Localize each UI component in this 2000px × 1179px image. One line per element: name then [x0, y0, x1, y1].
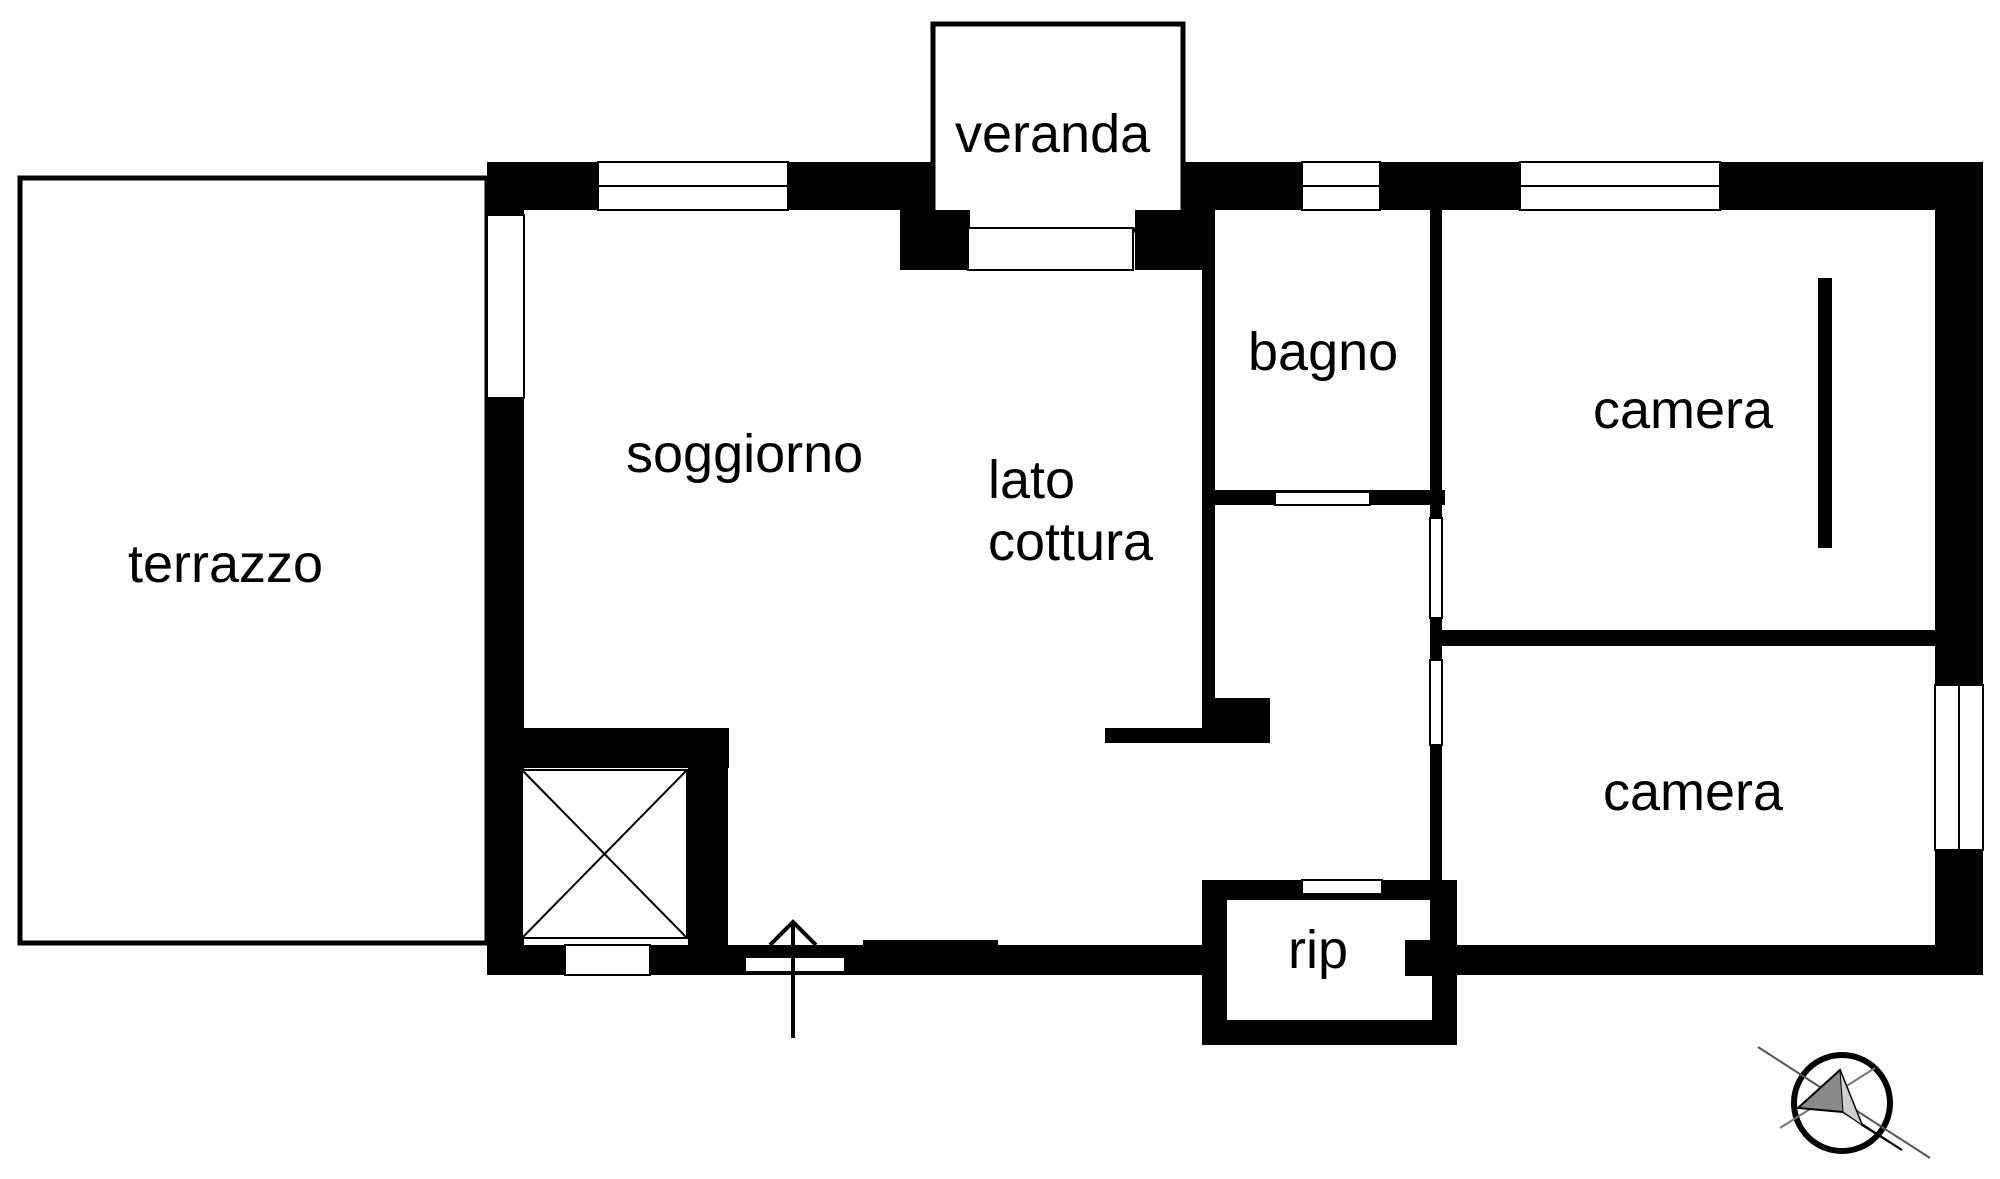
room-label-lato-cottura-2: cottura: [988, 512, 1154, 572]
walls: [487, 162, 1983, 1045]
room-label-bagno: bagno: [1248, 322, 1398, 382]
room-label-camera-lower: camera: [1603, 762, 1784, 822]
room-label-lato-cottura-1: lato: [988, 450, 1075, 510]
shaft-cross-icon: [521, 769, 688, 939]
windows: [486, 161, 1984, 976]
north-compass-icon: [1757, 1046, 1931, 1159]
room-label-terrazzo: terrazzo: [128, 534, 323, 594]
room-label-veranda: veranda: [955, 104, 1151, 164]
room-label-soggiorno: soggiorno: [626, 424, 863, 484]
room-label-rip: rip: [1288, 920, 1348, 980]
entrance-arrow-icon: [768, 919, 818, 1038]
room-label-camera-upper: camera: [1593, 380, 1774, 440]
